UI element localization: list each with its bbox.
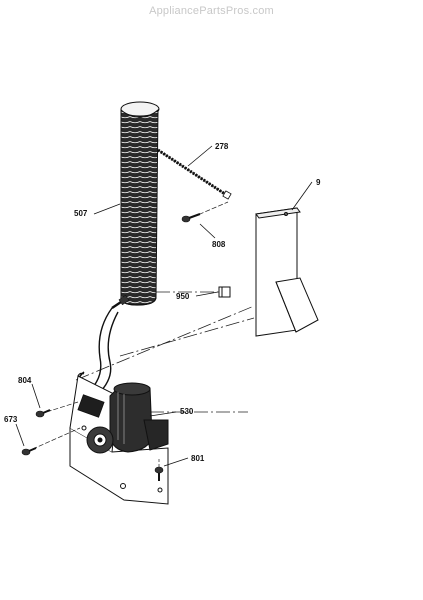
- blower-assembly-530: [69, 372, 169, 505]
- screw-804: [35, 401, 79, 418]
- leader-950: [195, 291, 219, 297]
- leader-lines: [15, 145, 313, 467]
- screw-808: [181, 201, 229, 223]
- callout-804: 804: [18, 376, 32, 385]
- screw-673: [21, 427, 81, 456]
- leader-278: [187, 145, 213, 167]
- callout-9: 9: [316, 178, 321, 187]
- leader-530: [149, 411, 177, 417]
- leader-804: [31, 383, 41, 409]
- leader-9: [291, 181, 313, 211]
- callout-673: 673: [4, 415, 18, 424]
- leader-808: [199, 223, 216, 239]
- callout-507: 507: [74, 209, 88, 218]
- callout-278: 278: [215, 142, 229, 151]
- flexible-duct-507: [120, 101, 160, 306]
- leader-673: [15, 423, 25, 447]
- watermark: AppliancePartsPros.com: [149, 5, 274, 17]
- callout-801: 801: [191, 454, 205, 463]
- callout-530: 530: [180, 407, 194, 416]
- callout-950: 950: [176, 292, 190, 301]
- callout-808: 808: [212, 240, 226, 249]
- screw-801: [154, 458, 164, 481]
- leader-801: [163, 457, 189, 467]
- cable-tie-278: [157, 148, 232, 200]
- bracket-9: [255, 207, 319, 337]
- alignment-lines: [75, 291, 255, 413]
- leader-507: [93, 203, 121, 215]
- clip-950: [218, 286, 231, 298]
